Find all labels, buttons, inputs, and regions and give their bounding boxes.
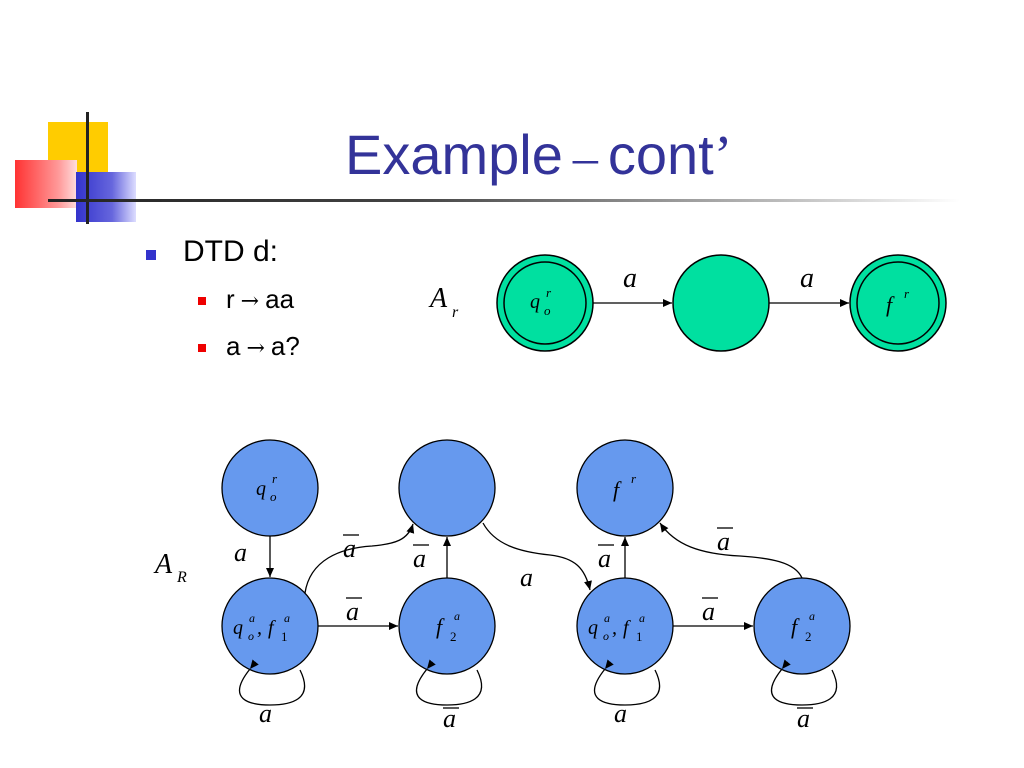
page-title: Example–cont’	[345, 122, 732, 188]
title-tail: cont	[607, 123, 714, 186]
edge-label: a	[520, 563, 533, 592]
state-label-sub: 2	[450, 629, 457, 644]
edge-label: a	[346, 597, 359, 626]
edge-label: a	[702, 597, 715, 626]
state-fr-small-inner	[856, 261, 940, 345]
edge-mid-to-qf1r	[482, 522, 592, 591]
automaton-small-name: A	[428, 283, 448, 314]
state-label-b: f	[268, 617, 276, 639]
state-q0r-small-inner	[503, 261, 587, 345]
state-label-sup: r	[546, 285, 552, 300]
state-label-a: q	[233, 617, 243, 639]
edge-label: a	[259, 699, 272, 728]
loop-qf1-left	[238, 659, 306, 706]
state-label-base: q	[530, 291, 540, 313]
edge-f2r-to-fr	[659, 522, 803, 579]
state-label-sup: a	[249, 611, 255, 625]
state-fr-small	[849, 254, 947, 352]
bullet-square-red	[198, 297, 206, 305]
state-label-sup: a	[604, 611, 610, 625]
state-label-sub: o	[248, 629, 254, 643]
state-label-base: f	[613, 477, 622, 502]
automaton-small-subscript: r	[452, 304, 459, 321]
loop-f2-left	[415, 659, 483, 706]
state-middle-small	[672, 254, 770, 352]
rule-rhs: aa	[265, 284, 295, 314]
state-label-sub: 1	[636, 629, 643, 644]
state-label-sup: a	[809, 609, 815, 623]
state-label-sup: a	[639, 611, 645, 625]
edge-label: a	[343, 534, 356, 563]
state-label-sub: 2	[805, 629, 812, 644]
bullet-dtd-heading: DTD d:	[183, 235, 279, 268]
state-label-sub: 1	[281, 629, 288, 644]
state-label-sup: r	[272, 471, 278, 486]
deco-vertical-line	[86, 112, 89, 224]
title-apostrophe: ’	[713, 125, 733, 187]
rule-lhs: a	[226, 331, 241, 361]
rule-lhs: r	[226, 284, 235, 314]
transition-label: a	[623, 263, 637, 294]
state-label-sup: r	[904, 286, 910, 301]
state-fr	[576, 439, 674, 537]
state-label-sup: a	[284, 611, 290, 625]
svg-text:,: ,	[612, 617, 617, 639]
state-label-base: f	[791, 614, 800, 639]
state-label-sup: r	[631, 471, 637, 486]
bullet-square-blue	[146, 250, 156, 260]
title-dash: –	[572, 129, 598, 185]
loop-qf1-right	[593, 659, 661, 706]
edge-label: a	[413, 544, 426, 573]
state-f2a-right	[753, 577, 851, 675]
state-label-sub: o	[603, 629, 609, 643]
transition-label: a	[800, 263, 814, 294]
rule-item: a→a?	[226, 331, 300, 362]
title-main: Example	[345, 123, 563, 186]
edge-label: a	[614, 699, 627, 728]
state-label-a: q	[588, 617, 598, 639]
automaton-large-subscript: R	[176, 569, 187, 586]
loop-f2-right	[770, 659, 838, 706]
state-middle	[398, 439, 496, 537]
rule-item: r→aa	[226, 284, 294, 315]
automaton-large-name: A	[153, 549, 173, 580]
state-label-base: f	[436, 614, 445, 639]
right-arrow-icon: →	[240, 289, 260, 314]
svg-text:,: ,	[257, 617, 262, 639]
edge-label: a	[234, 538, 247, 567]
edge-label: a	[797, 704, 810, 733]
edge-label: a	[443, 704, 456, 733]
state-label-b: f	[623, 617, 631, 639]
state-label-base: f	[886, 292, 895, 317]
edge-label: a	[717, 527, 730, 556]
rule-rhs: a?	[270, 331, 300, 361]
state-label-sup: a	[454, 609, 460, 623]
state-label-sub: o	[544, 303, 551, 318]
right-arrow-icon: →	[246, 336, 265, 361]
edge-label: a	[598, 544, 611, 573]
bullet-square-red	[198, 344, 206, 352]
state-label-sub: o	[270, 489, 277, 504]
state-label-base: q	[256, 478, 266, 500]
deco-horizontal-rule	[48, 199, 960, 202]
state-q0r	[221, 439, 319, 537]
edge-qf1-to-mid	[304, 523, 415, 594]
state-f2a-left	[398, 577, 496, 675]
